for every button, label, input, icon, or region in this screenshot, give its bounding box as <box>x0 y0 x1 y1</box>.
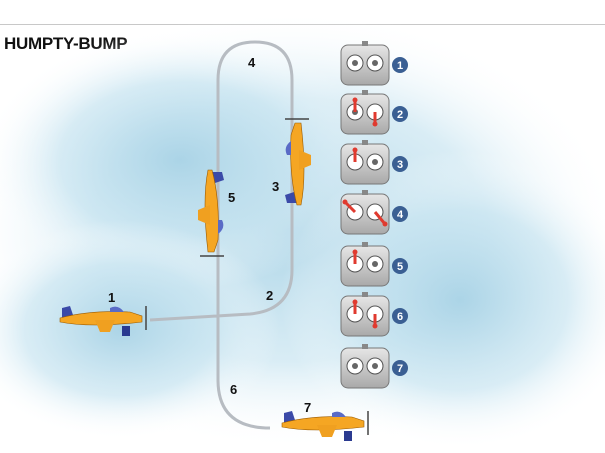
step-badge-6: 6 <box>392 308 408 324</box>
controller-1 <box>340 41 390 86</box>
controller-3 <box>340 140 390 185</box>
path-step-label-6: 6 <box>230 382 237 397</box>
step-badge-label-5: 5 <box>397 261 403 273</box>
step-badge-7: 7 <box>392 360 408 376</box>
step-badge-label-2: 2 <box>397 109 403 121</box>
path-step-label-5: 5 <box>228 190 235 205</box>
step-badge-label-6: 6 <box>397 311 403 323</box>
airplane-1-icon <box>59 306 147 336</box>
step-badge-3: 3 <box>392 156 408 172</box>
airplane-7-icon <box>281 411 369 441</box>
path-step-label-1: 1 <box>108 290 115 305</box>
step-badge-5: 5 <box>392 258 408 274</box>
controller-6 <box>340 292 390 337</box>
controller-column <box>340 41 390 389</box>
step-badge-label-1: 1 <box>397 60 403 72</box>
path-step-label-7: 7 <box>304 400 311 415</box>
step-badge-4: 4 <box>392 206 408 222</box>
sky-background <box>0 10 605 450</box>
airplane-5-icon <box>198 169 224 257</box>
path-step-label-3: 3 <box>272 179 279 194</box>
step-badge-1: 1 <box>392 57 408 73</box>
controller-4 <box>340 190 390 235</box>
step-badges: 1 2 3 4 5 6 7 <box>392 57 408 376</box>
controller-7 <box>340 344 390 389</box>
step-badge-label-4: 4 <box>397 209 404 221</box>
flight-path <box>149 40 294 430</box>
step-badge-2: 2 <box>392 106 408 122</box>
controller-2 <box>340 90 390 135</box>
airplane-3-icon <box>285 118 311 206</box>
step-badge-label-7: 7 <box>397 363 403 375</box>
path-step-label-4: 4 <box>248 55 256 70</box>
path-step-label-2: 2 <box>266 288 273 303</box>
step-badge-label-3: 3 <box>397 159 403 171</box>
controller-5 <box>340 242 390 287</box>
